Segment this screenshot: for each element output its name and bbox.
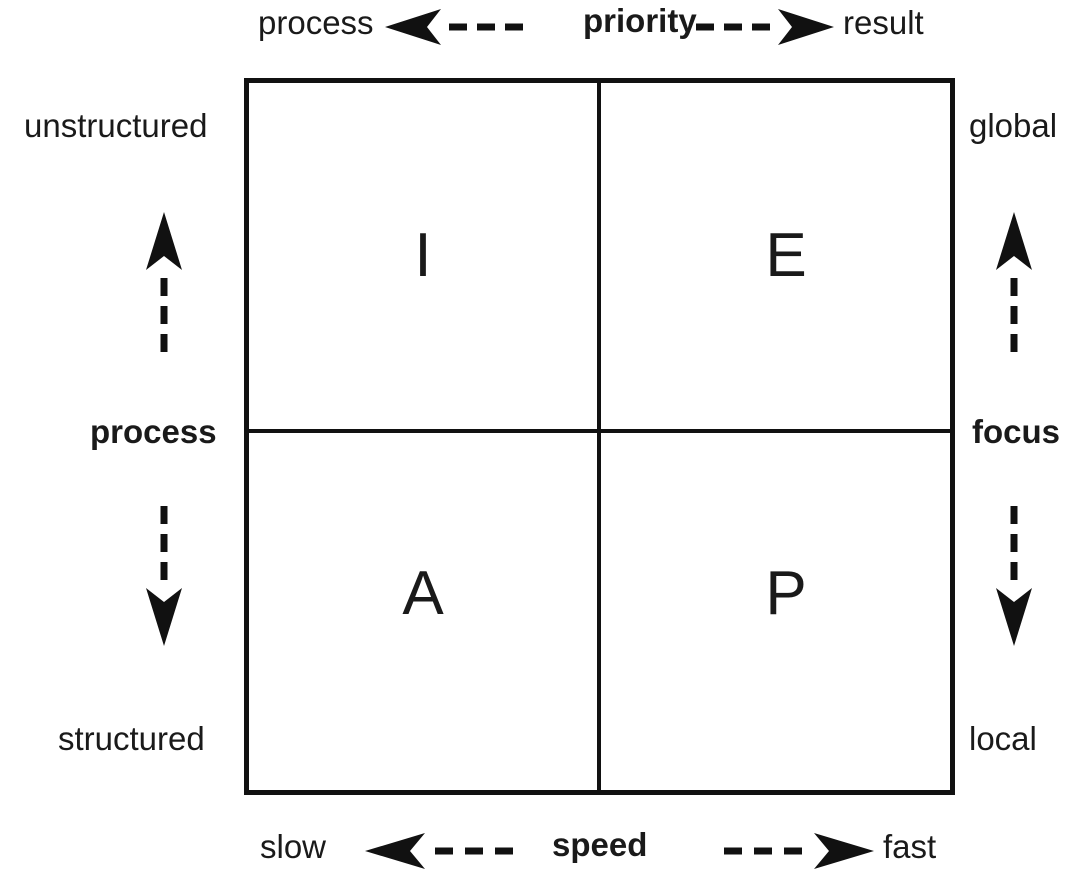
right-axis-bottom-label: local <box>969 720 1037 757</box>
left-axis-bottom-label: structured <box>58 720 205 757</box>
arrow-right-dashed-icon <box>724 831 876 871</box>
matrix-vertical-divider <box>597 78 601 795</box>
bottom-axis-name: speed <box>552 826 648 863</box>
bottom-axis-left-label: slow <box>260 828 327 865</box>
arrow-left-dashed-icon <box>363 831 513 871</box>
arrow-left-dashed-icon <box>383 7 523 47</box>
quadrant-p: P <box>765 559 807 628</box>
top-axis-left-label: process <box>258 4 374 41</box>
quadrant-a: A <box>402 559 444 628</box>
matrix-horizontal-divider <box>244 429 955 433</box>
bottom-axis-right-label: fast <box>883 828 937 865</box>
quadrant-i: I <box>414 221 432 290</box>
right-axis-top-label: global <box>969 107 1058 144</box>
left-axis-name: process <box>90 413 217 450</box>
left-axis-top-label: unstructured <box>24 107 208 144</box>
right-axis-name: focus <box>972 413 1061 450</box>
quadrant-e: E <box>765 221 807 290</box>
arrow-down-dashed-icon <box>142 506 186 646</box>
arrow-right-dashed-icon <box>696 7 836 47</box>
arrow-down-dashed-icon <box>992 506 1036 646</box>
top-axis-right-label: result <box>843 4 924 41</box>
arrow-up-dashed-icon <box>142 212 186 352</box>
arrow-up-dashed-icon <box>992 212 1036 352</box>
top-axis-name: priority <box>583 2 697 39</box>
